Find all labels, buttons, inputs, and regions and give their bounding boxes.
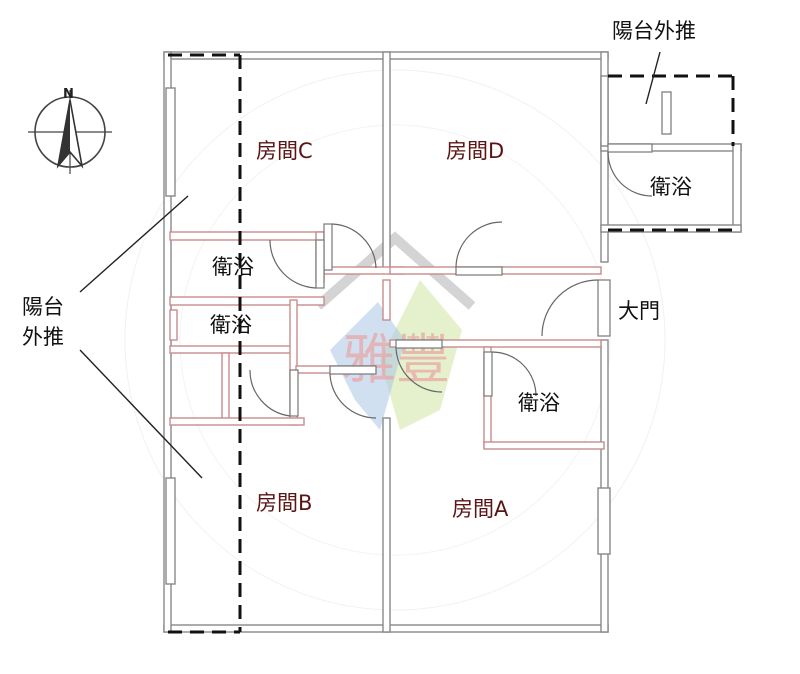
- room-b-label: 房間B: [256, 491, 312, 515]
- balcony-extension-outlines: [168, 53, 740, 634]
- leader-lines: [79, 51, 661, 479]
- outer-walls: [163, 51, 609, 633]
- bath-east-label: 衛浴: [650, 175, 692, 199]
- east-bathroom-annex: [600, 75, 742, 233]
- balcony-top-right-label: 陽台外推: [612, 19, 696, 43]
- room-d-label: 房間D: [446, 139, 504, 163]
- room-c-label: 房間C: [256, 139, 313, 163]
- balcony-left-label-line2: 外推: [22, 325, 64, 349]
- compass: N: [28, 87, 112, 174]
- bath-west-1-label: 衛浴: [212, 255, 254, 279]
- room-a-label: 房間A: [452, 497, 509, 521]
- background-pattern: [124, 69, 666, 611]
- balcony-left-label-line1: 陽台: [22, 295, 64, 319]
- doors: [249, 143, 653, 419]
- main-entrance-label: 大門: [618, 299, 660, 323]
- watermark-text: 雅豐: [342, 328, 450, 391]
- compass-north-label: N: [63, 87, 74, 102]
- bath-mid-label: 衛浴: [518, 391, 560, 415]
- windows: [165, 87, 672, 585]
- bath-west-2-label: 衛浴: [210, 313, 252, 337]
